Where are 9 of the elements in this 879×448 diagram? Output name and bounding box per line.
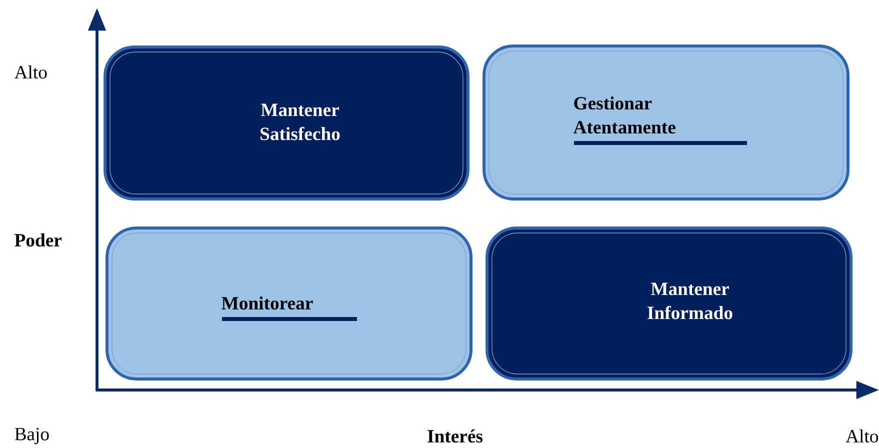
quadrant-box: Mantener Satisfecho (104, 46, 470, 200)
axis-label: Poder (14, 233, 62, 247)
axis-label: Alto (14, 65, 47, 79)
axis-label: Alto (846, 429, 878, 443)
quadrant-box: Mantener Informado (486, 226, 852, 380)
axis-label: Interés (428, 429, 483, 443)
quadrant-box: Gestionar Atentamente (482, 44, 850, 200)
axis-label: Bajo (14, 428, 49, 444)
quadrant-box: Monitorear (106, 226, 472, 380)
